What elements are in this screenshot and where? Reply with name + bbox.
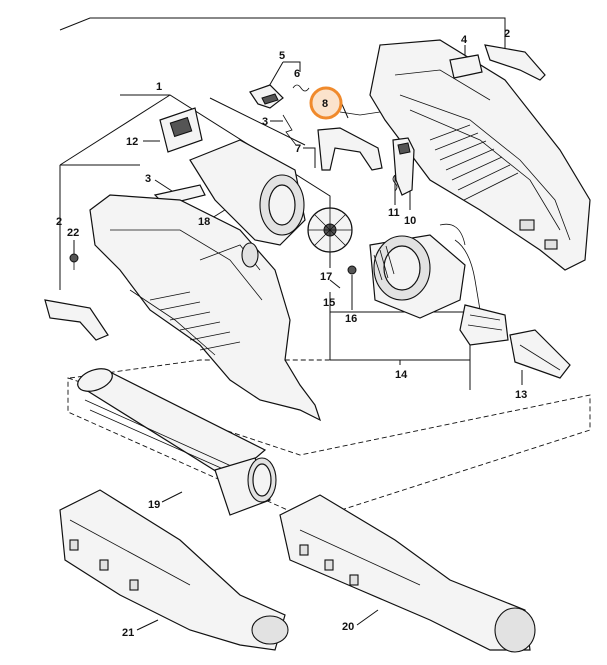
connector-board — [159, 107, 203, 153]
label-part-18[interactable]: 18 — [198, 216, 210, 228]
main-housing — [89, 194, 322, 422]
part-labels: 1 2 2 3 3 4 5 6 7 8 10 11 12 13 14 15 16… — [56, 28, 527, 639]
housing-half-right — [369, 39, 591, 271]
lever — [317, 127, 383, 171]
screw-16 — [347, 265, 357, 275]
spring-top — [282, 114, 297, 146]
nose-cone — [509, 329, 571, 379]
label-part-17[interactable]: 17 — [320, 271, 332, 283]
label-part-2-top[interactable]: 2 — [504, 28, 510, 40]
screw-22 — [69, 253, 79, 270]
label-part-15[interactable]: 15 — [323, 297, 335, 309]
clip-left — [44, 299, 109, 341]
latch-spring — [392, 174, 398, 192]
spring-small — [292, 84, 310, 92]
assembly-boundary — [67, 377, 591, 521]
top-clip — [484, 44, 546, 81]
motor — [369, 223, 481, 319]
label-part-1[interactable]: 1 — [156, 81, 162, 93]
label-part-5[interactable]: 5 — [279, 50, 285, 62]
label-part-6[interactable]: 6 — [294, 68, 300, 80]
fan-housing — [189, 139, 306, 246]
label-part-19[interactable]: 19 — [148, 499, 160, 511]
part-8-highlight[interactable] — [309, 86, 343, 120]
label-part-13[interactable]: 13 — [515, 389, 527, 401]
motor-body — [459, 304, 509, 346]
label-part-21[interactable]: 21 — [122, 627, 134, 639]
label-part-2-left[interactable]: 2 — [56, 216, 62, 228]
label-part-10[interactable]: 10 — [404, 215, 416, 227]
label-part-20[interactable]: 20 — [342, 621, 354, 633]
label-part-12[interactable]: 12 — [126, 136, 138, 148]
label-part-8[interactable]: 8 — [322, 98, 328, 110]
release-latch — [392, 137, 415, 196]
trigger-switch — [249, 84, 284, 109]
label-part-16[interactable]: 16 — [345, 313, 357, 325]
label-plate — [449, 54, 483, 79]
label-part-4[interactable]: 4 — [461, 34, 468, 46]
label-part-3-left[interactable]: 3 — [145, 173, 151, 185]
lever-spring — [339, 111, 381, 116]
label-part-7[interactable]: 7 — [295, 143, 301, 155]
fan-wheel — [307, 207, 353, 253]
nozzle-boundary — [69, 359, 470, 379]
label-part-14[interactable]: 14 — [395, 369, 408, 381]
label-part-11[interactable]: 11 — [388, 207, 400, 219]
blow-tube-long — [76, 368, 267, 481]
coupling-ring — [214, 457, 277, 516]
label-part-3-top[interactable]: 3 — [262, 116, 268, 128]
round-nozzle — [279, 494, 536, 653]
flat-nozzle — [59, 489, 289, 651]
label-part-22[interactable]: 22 — [67, 227, 79, 239]
